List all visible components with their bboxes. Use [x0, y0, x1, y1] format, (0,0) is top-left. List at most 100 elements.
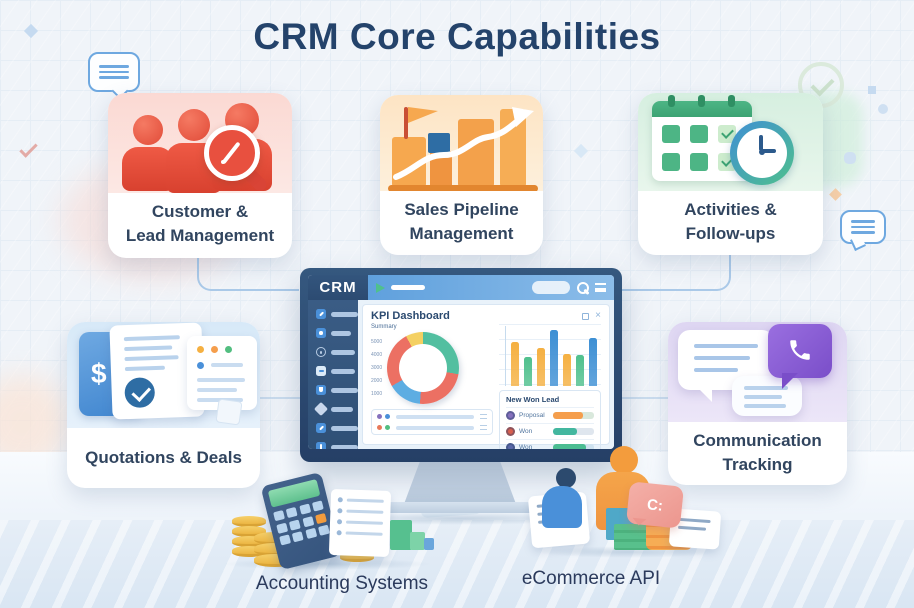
phone-icon: [790, 340, 810, 360]
sidebar-item: [316, 423, 358, 433]
lead-panel-title: New Won Lead: [506, 395, 560, 404]
quotations-icon: $: [67, 322, 260, 428]
card-label: Communication Tracking: [668, 422, 847, 477]
lead-progress-track: [553, 412, 594, 419]
search-icon: [576, 281, 589, 294]
dashboard-header: KPI Dashboard ×: [371, 310, 601, 322]
green-cube-icon: [390, 520, 412, 550]
clock-icon: [316, 347, 326, 357]
sidebar-item-bar: [331, 444, 358, 449]
lead-stage-dot: [506, 411, 515, 420]
page-title: CRM Core Capabilities: [253, 16, 661, 57]
document-icon: [316, 366, 326, 376]
legend-menu-icon: [480, 425, 487, 430]
card-label-line: Quotations & Deals: [85, 448, 242, 467]
crm-toolbar: [368, 275, 614, 300]
calculator-key: [289, 518, 301, 531]
toolbar-dash: [391, 285, 425, 290]
card-label-line: Tracking: [722, 454, 793, 474]
bar: [563, 354, 571, 386]
ecommerce-api-illustration: C:: [527, 446, 723, 558]
card-customer-lead-management: Customer & Lead Management: [108, 93, 292, 258]
bar: [511, 342, 519, 386]
coin-icon: [340, 552, 374, 562]
card-label-line: Communication: [693, 431, 822, 450]
sidebar-item-bar: [331, 330, 351, 336]
bar: [537, 348, 545, 386]
decor-square-icon: [868, 86, 876, 94]
clock-icon: [730, 121, 794, 185]
ecommerce-api-label: eCommerce API: [521, 568, 661, 589]
bar: [524, 357, 532, 386]
calculator-key: [279, 534, 291, 546]
phone-bubble-icon: [768, 324, 832, 389]
note-icon: [215, 398, 243, 426]
sidebar-item-bar: [331, 425, 358, 431]
connector-right: [622, 255, 731, 291]
card-label-line: Sales Pipeline: [404, 200, 519, 219]
card-label-line: Activities &: [684, 200, 777, 219]
card-label: Activities & Follow-ups: [638, 191, 823, 246]
sidebar-item-bar: [331, 368, 355, 374]
card-label-line: Follow-ups: [685, 223, 776, 243]
sidebar-item: [316, 328, 358, 338]
legend-row: [377, 414, 487, 419]
card-label-line: Customer &: [151, 202, 249, 221]
communication-icon: [668, 322, 847, 422]
card-communication-tracking: Communication Tracking: [668, 322, 847, 485]
floor: [0, 520, 914, 608]
expand-icon: [582, 312, 590, 320]
lead-progress-track: [553, 444, 594, 449]
lead-progress-fill: [553, 428, 577, 435]
card-activities-follow-ups: Activities & Follow-ups: [638, 93, 823, 255]
legend-row: [377, 425, 487, 430]
calculator-key: [302, 515, 314, 527]
dashboard-title: KPI Dashboard: [371, 310, 450, 322]
speech-bubble-icon: [88, 52, 140, 92]
crm-screen: CRM KPI Dashboard: [308, 275, 614, 449]
legend-dot: [377, 425, 382, 430]
customer-lead-icon: [108, 93, 292, 193]
monitor-base: [385, 502, 535, 513]
crm-sidebar: [308, 300, 358, 449]
pipeline-icon: [380, 95, 543, 191]
lead-stage-dot: [506, 427, 515, 436]
magnifier-icon: [204, 125, 260, 181]
lead-row: Won: [506, 439, 594, 449]
tag-icon: [313, 401, 329, 417]
lead-stage-dot: [506, 443, 515, 449]
accounting-systems-illustration: [222, 471, 437, 571]
legend-dot: [385, 425, 390, 430]
kpi-donut: [387, 332, 460, 404]
calculator-key: [318, 524, 330, 536]
calculator-key: [299, 503, 311, 515]
lead-stage-label: Proposal: [519, 412, 545, 419]
bar: [589, 338, 597, 386]
lead-progress-fill: [553, 412, 583, 419]
crm-logo: CRM: [308, 275, 368, 300]
legend-dot: [377, 414, 382, 419]
summary-label: Summary: [371, 324, 397, 330]
card-label-line: Management: [409, 223, 514, 243]
sidebar-item-bar: [331, 387, 358, 393]
menu-icon: [595, 283, 606, 292]
activities-icon: [638, 93, 823, 191]
person-head-icon: [556, 468, 576, 488]
sidebar-item-bar: [331, 349, 355, 355]
axis-label: 3000: [371, 365, 383, 371]
card-label: Sales Pipeline Management: [380, 191, 543, 246]
card-quotations-deals: $ Quotations & Deals: [67, 322, 260, 488]
bar: [576, 355, 584, 386]
legend-dot: [385, 414, 390, 419]
sidebar-item-bar: [331, 406, 353, 412]
crm-topbar: CRM: [308, 275, 614, 300]
sidebar-item: [316, 309, 358, 319]
bar: [550, 330, 558, 386]
kpi-bar-chart: [499, 324, 601, 386]
edit-icon: [316, 309, 326, 319]
coin-icon: [232, 546, 266, 557]
person-body-icon: [542, 486, 582, 528]
image-icon: [316, 328, 326, 338]
